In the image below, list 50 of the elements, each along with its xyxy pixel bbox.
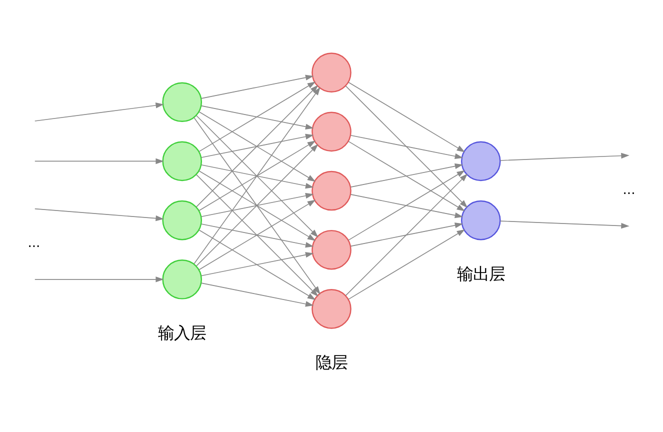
arrow xyxy=(194,117,320,295)
label: 输出层 xyxy=(456,264,505,284)
arrow xyxy=(34,208,164,222)
node-circle xyxy=(162,82,202,122)
arrow xyxy=(34,158,164,164)
arrow xyxy=(350,194,464,218)
arrow xyxy=(200,134,314,158)
arrow xyxy=(345,174,468,296)
node-circle xyxy=(312,230,352,270)
arrow xyxy=(348,82,466,152)
arrow xyxy=(200,282,314,307)
arrow xyxy=(198,111,316,182)
arrow xyxy=(500,152,630,161)
label: ... xyxy=(622,182,636,198)
arrow xyxy=(348,170,466,241)
arrow xyxy=(198,230,316,300)
arrow xyxy=(200,192,314,218)
label: 隐层 xyxy=(316,353,348,372)
arrow xyxy=(500,220,630,229)
label: 输入层 xyxy=(158,324,206,342)
node-circle xyxy=(162,260,202,300)
arrow xyxy=(350,163,464,188)
arrow xyxy=(198,82,316,152)
arrow xyxy=(345,86,468,208)
arrow xyxy=(196,84,318,208)
arrow xyxy=(196,115,318,238)
arrow xyxy=(198,200,316,270)
arrow xyxy=(196,174,318,297)
arrow xyxy=(348,229,466,300)
arrow xyxy=(34,102,164,122)
arrow xyxy=(200,74,314,99)
arrow xyxy=(34,276,164,282)
arrow xyxy=(200,164,314,189)
node-circle xyxy=(162,141,202,182)
arrow xyxy=(196,144,318,266)
arrow xyxy=(198,140,316,212)
arrow xyxy=(350,222,464,247)
label: ... xyxy=(28,236,40,252)
arrow xyxy=(194,87,320,264)
node-circle xyxy=(312,112,352,152)
node-circle xyxy=(162,200,202,240)
arrow xyxy=(200,224,314,248)
arrow xyxy=(200,105,314,130)
node-circle xyxy=(312,170,352,211)
node-circle xyxy=(312,52,352,92)
node-circle xyxy=(312,289,352,329)
arrow xyxy=(348,140,466,212)
arrow xyxy=(200,252,314,276)
arrow xyxy=(198,170,316,241)
arrow xyxy=(350,134,464,160)
